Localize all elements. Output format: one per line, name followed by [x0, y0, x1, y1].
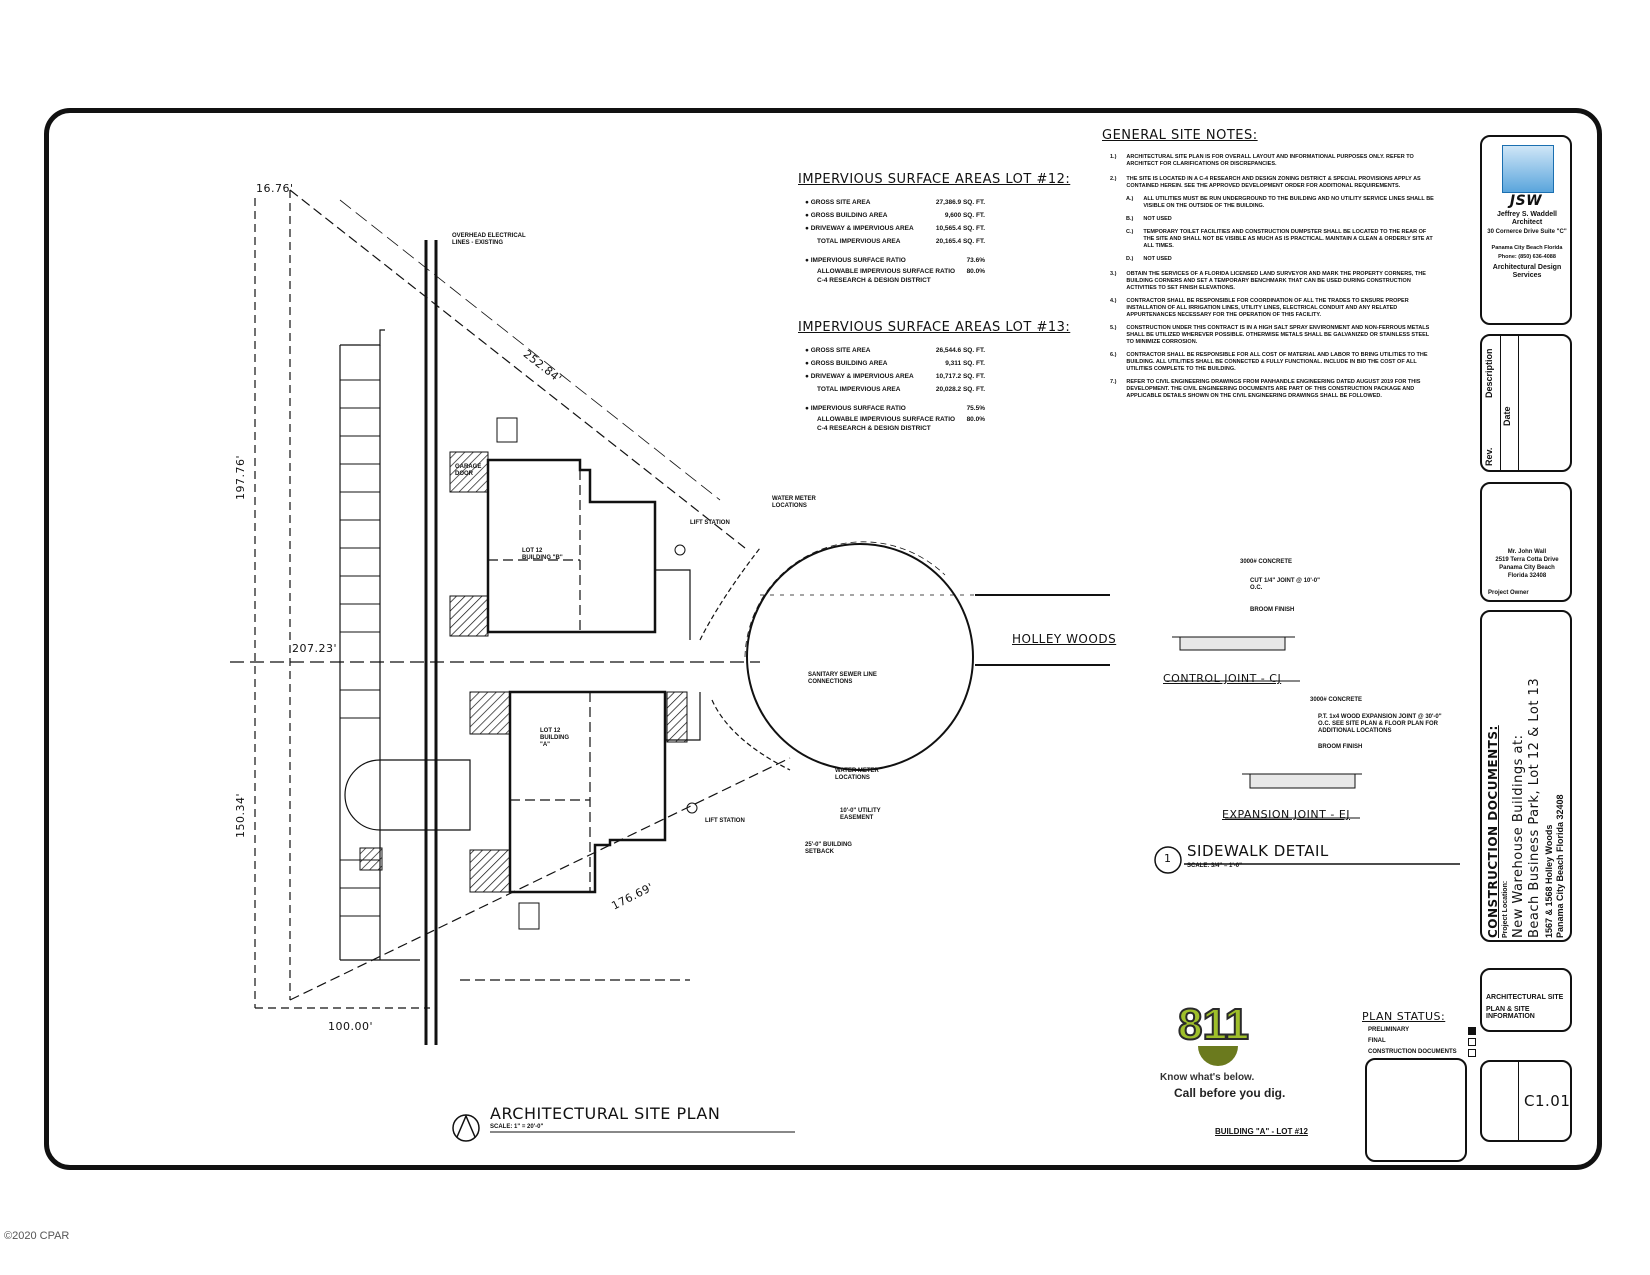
revision-block: Rev. Date Description — [1480, 334, 1572, 472]
control-joint-title: CONTROL JOINT - CJ — [1163, 672, 1282, 685]
general-notes-list: 1.)ARCHITECTURAL SITE PLAN IS FOR OVERAL… — [1110, 154, 1435, 400]
detail-callout-circle — [1154, 846, 1182, 874]
general-notes-title: GENERAL SITE NOTES: — [1102, 128, 1258, 143]
control-label-2: CUT 1/4" JOINT @ 10'-0" O.C. — [1250, 578, 1320, 591]
list-item: 2.)THE SITE IS LOCATED IN A C-4 RESEARCH… — [1110, 176, 1421, 189]
label-lot12-building-a: LOT 12 BUILDING "A" — [540, 728, 569, 748]
detail-number: 1 — [1164, 852, 1172, 865]
control-label-3: BROOM FINISH — [1250, 607, 1295, 613]
firm-logo-icon — [1502, 145, 1554, 193]
table-row: C-4 RESEARCH & DESIGN DISTRICT — [817, 277, 931, 284]
expansion-label-2: P.T. 1x4 WOOD EXPANSION JOINT @ 30'-0" O… — [1318, 714, 1442, 734]
label-lift-station-top: LIFT STATION — [690, 520, 730, 526]
label-building-setback: 25'-0" BUILDING SETBACK — [805, 842, 852, 855]
label-lift-station-bottom: LIFT STATION — [705, 818, 745, 824]
dim-left-lower: 150.34' — [234, 792, 247, 838]
label-overhead-electrical: OVERHEAD ELECTRICAL LINES - EXISTING — [452, 233, 526, 246]
building-lot12-b-outline — [486, 458, 657, 634]
plan-status-stamp-box — [1365, 1058, 1467, 1162]
sheet-number: C1.01 — [1524, 1092, 1571, 1110]
expansion-joint-slab — [1249, 773, 1356, 789]
status-checkbox[interactable] — [1468, 1049, 1476, 1057]
label-garage-door: GARAGE DOOR — [455, 464, 482, 477]
label-sanitary-sewer: SANITARY SEWER LINE CONNECTIONS — [808, 672, 877, 685]
table-row: C-4 RESEARCH & DESIGN DISTRICT — [817, 425, 931, 432]
811-logo: 811 Know what's below. Call before you d… — [1160, 999, 1286, 1100]
label-lot12-building-b: LOT 12 BUILDING "B" — [522, 548, 563, 561]
sheet-title-block: ARCHITECTURAL SITE PLAN & SITE INFORMATI… — [1480, 968, 1572, 1032]
project-info-block: CONSTRUCTION DOCUMENTS: Project Location… — [1480, 610, 1572, 942]
list-item: CONSTRUCTION DOCUMENTS — [1368, 1049, 1476, 1057]
list-item: 7.)REFER TO CIVIL ENGINEERING DRAWINGS F… — [1110, 379, 1421, 399]
shovel-icon — [1198, 1046, 1238, 1066]
building-lot12-a-outline — [508, 690, 667, 894]
dumpster-pad — [496, 417, 518, 443]
building-caption: BUILDING "A" - LOT #12 — [1215, 1127, 1308, 1136]
control-joint-slab — [1179, 636, 1286, 651]
plan-status-list: PRELIMINARY FINAL CONSTRUCTION DOCUMENTS — [1368, 1027, 1476, 1057]
lift-station-marker — [674, 544, 686, 556]
copyright-mark: ©2020 CPAR — [4, 1230, 70, 1242]
expansion-joint-title: EXPANSION JOINT - EJ — [1222, 808, 1351, 821]
list-item: 5.)CONSTRUCTION UNDER THIS CONTRACT IS I… — [1110, 325, 1430, 345]
list-item: 4.)CONTRACTOR SHALL BE RESPONSIBLE FOR C… — [1110, 298, 1409, 318]
impervious-lot12-title: IMPERVIOUS SURFACE AREAS LOT #12: — [798, 172, 1071, 187]
expansion-label-1: 3000# CONCRETE — [1310, 697, 1363, 703]
list-item: FINAL — [1368, 1038, 1476, 1046]
dim-left-upper: 197.76' — [234, 454, 247, 500]
north-arrow-icon — [452, 1114, 480, 1142]
label-water-meter-bottom: WATER METER LOCATIONS — [835, 768, 879, 781]
list-item: A.)ALL UTILITIES MUST BE RUN UNDERGROUND… — [1126, 196, 1434, 209]
firm-logo-block: JSW Jeffrey S. Waddell Architect 30 Corn… — [1480, 135, 1572, 325]
status-checkbox[interactable] — [1468, 1038, 1476, 1046]
dim-middle: 207.23' — [292, 642, 338, 655]
list-item: B.)NOT USED — [1126, 216, 1172, 222]
garage-door-hatch — [449, 451, 489, 493]
dim-top: 16.76' — [256, 182, 294, 195]
property-line-diagonal-lower — [289, 757, 791, 1001]
list-item: D.)NOT USED — [1126, 256, 1172, 262]
dim-bottom: 100.00' — [328, 1020, 374, 1033]
label-utility-easement: 10'-0" UTILITY EASEMENT — [840, 808, 881, 821]
list-item: C.)TEMPORARY TOILET FACILITIES AND CONST… — [1126, 229, 1433, 249]
list-item: 3.)OBTAIN THE SERVICES OF A FLORIDA LICE… — [1110, 271, 1426, 291]
expansion-label-3: BROOM FINISH — [1318, 744, 1363, 750]
cul-de-sac-circle — [746, 543, 974, 771]
sidewalk-detail-scale: SCALE: 3/4" = 1'-0" — [1187, 863, 1242, 869]
list-item: 1.)ARCHITECTURAL SITE PLAN IS FOR OVERAL… — [1110, 154, 1414, 167]
impervious-lot13-title: IMPERVIOUS SURFACE AREAS LOT #13: — [798, 320, 1071, 335]
plan-status-title: PLAN STATUS: — [1362, 1010, 1446, 1023]
sidewalk-detail-title: SIDEWALK DETAIL — [1187, 842, 1329, 860]
control-label-1: 3000# CONCRETE — [1240, 559, 1293, 565]
plan-scale: SCALE: 1" = 20'-0" — [490, 1124, 544, 1130]
client-block: Mr. John Wall 2519 Terra Cotta Drive Pan… — [1480, 482, 1572, 602]
drawing-sheet-border — [44, 108, 1602, 1170]
label-water-meter-top: WATER METER LOCATIONS — [772, 496, 816, 509]
list-item: 6.)CONTRACTOR SHALL BE RESPONSIBLE FOR A… — [1110, 352, 1428, 372]
sheet-number-block: C1.01 — [1480, 1060, 1572, 1142]
list-item: PRELIMINARY — [1368, 1027, 1476, 1035]
status-checkbox[interactable] — [1468, 1027, 1476, 1035]
property-line-diagonal-upper — [289, 189, 746, 549]
plan-title: ARCHITECTURAL SITE PLAN — [490, 1104, 721, 1123]
road-name-label: HOLLEY WOODS — [1012, 632, 1117, 646]
